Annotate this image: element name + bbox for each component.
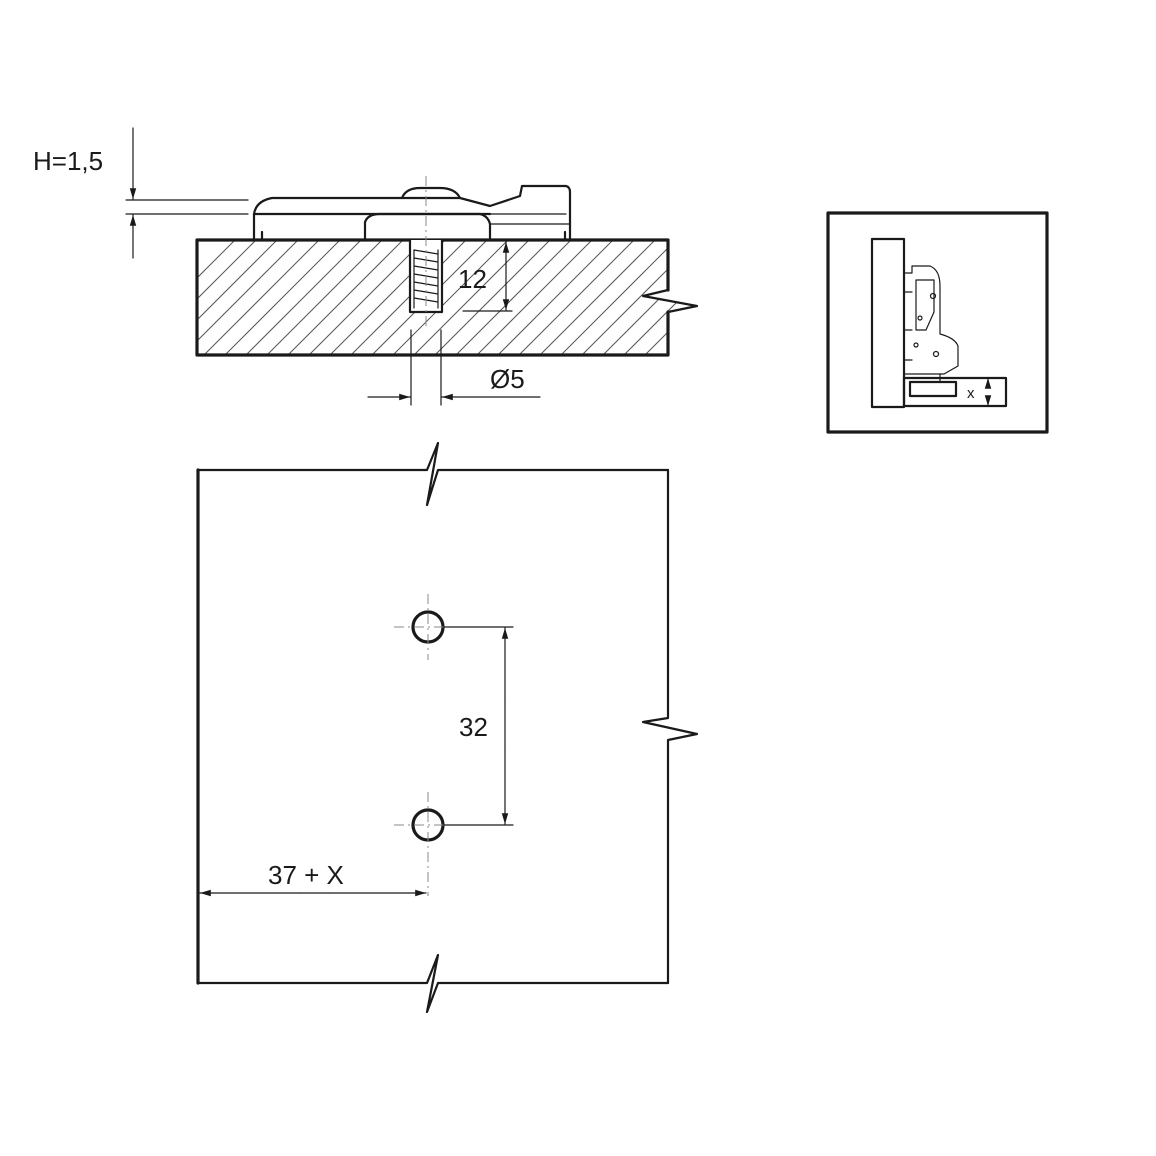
- hatch-line: [455, 240, 572, 355]
- hatch-line: [750, 240, 865, 355]
- plan-view: 32 37 + X: [196, 441, 699, 1014]
- hatch-line: [623, 240, 697, 355]
- hatch-line: [644, 240, 697, 355]
- hatch-line: [197, 240, 278, 355]
- hatch-line: [665, 240, 697, 355]
- panel-top-break-edge: [196, 441, 670, 507]
- panel-bottom-break-edge: [196, 953, 670, 1014]
- board-section-outline: [195, 238, 670, 357]
- hatch-line: [266, 240, 383, 355]
- hatch-line: [197, 240, 299, 355]
- hatch-line: [197, 240, 236, 355]
- dimension-edge-offset: 37 + X: [199, 860, 427, 897]
- hatch-line: [539, 240, 656, 355]
- hatch-line: [708, 240, 823, 355]
- inset-hinge-detail: x: [826, 211, 1049, 434]
- inset-x-label: x: [967, 385, 975, 402]
- hatch-line: [518, 240, 635, 355]
- hatch-line: [350, 240, 467, 355]
- hatch-line: [203, 240, 320, 355]
- hatch-line: [476, 240, 593, 355]
- board-hatching: [197, 240, 865, 355]
- mounting-plate-profile: [252, 184, 572, 240]
- dimension-hole-spacing: 32: [443, 626, 514, 826]
- hatch-line: [497, 240, 614, 355]
- hatch-line: [224, 240, 341, 355]
- dimension-hole-diameter: Ø5: [367, 329, 541, 406]
- hatch-line: [434, 240, 551, 355]
- hatch-line: [308, 240, 425, 355]
- hatch-line: [581, 240, 697, 355]
- hatch-line: [287, 240, 404, 355]
- hole-diameter-label: Ø5: [490, 364, 525, 394]
- panel-right-break-edge: [641, 468, 699, 985]
- plate-height-label: H=1,5: [33, 146, 103, 176]
- hatch-line: [245, 240, 362, 355]
- dimension-plate-height: H=1,5: [33, 127, 249, 259]
- edge-offset-label: 37 + X: [268, 860, 344, 890]
- hatch-line: [392, 240, 509, 355]
- dimension-screw-depth: 12: [458, 241, 513, 312]
- screw-depth-label: 12: [458, 264, 487, 294]
- hatch-line: [560, 240, 677, 355]
- board-break-line: [641, 288, 699, 314]
- hatch-line: [602, 240, 697, 355]
- section-view: H=1,5 12 Ø5: [33, 127, 865, 406]
- hatch-line: [413, 240, 530, 355]
- hatch-line: [686, 240, 697, 355]
- hole-bottom: [394, 792, 462, 896]
- hole-top: [394, 594, 462, 660]
- hole-spacing-label: 32: [459, 712, 488, 742]
